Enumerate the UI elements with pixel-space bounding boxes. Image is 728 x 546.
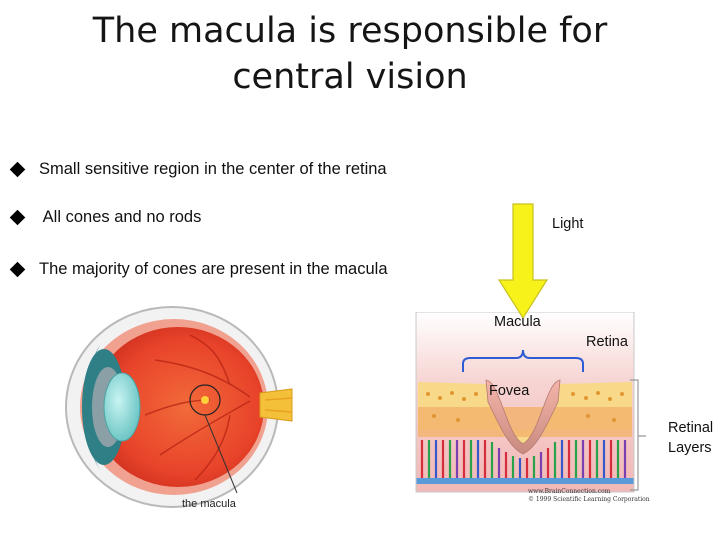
light-arrow-icon [497, 203, 549, 320]
diamond-bullet-icon [9, 261, 26, 278]
bullet-text: The majority of cones are present in the… [39, 260, 388, 278]
eye-cross-section-illustration [65, 306, 293, 508]
bullet-item: All cones and no rods [8, 208, 201, 227]
bullet-item: The majority of cones are present in the… [8, 260, 388, 279]
image-credit: www.BrainConnection.com © 1999 Scientifi… [528, 488, 650, 504]
bullet-text: All cones and no rods [39, 208, 202, 226]
retinal-layers-label-line-2: Layers [668, 440, 712, 456]
retina-layers-illustration [415, 312, 635, 493]
bullet-text: Small sensitive region in the center of … [39, 160, 387, 178]
retinal-layers-label: Retinal Layers [668, 418, 713, 458]
retinal-layers-label-line-1: Retinal [668, 420, 714, 436]
macula-caption: the macula [182, 498, 236, 510]
slide-title-line-1: The macula is responsible for [92, 11, 608, 51]
slide-title-line-2: central vision [232, 57, 468, 97]
light-label: Light [552, 216, 584, 232]
retinal-layers-bracket [630, 379, 646, 491]
slide-title: The macula is responsible for central vi… [40, 8, 660, 100]
diamond-bullet-icon [9, 209, 26, 226]
image-credit-line-2: © 1999 Scientific Learning Corporation [528, 496, 650, 503]
fovea-label: Fovea [489, 383, 530, 399]
diamond-bullet-icon [9, 161, 26, 178]
bullet-item: Small sensitive region in the center of … [8, 160, 387, 179]
macula-label: Macula [494, 314, 541, 330]
image-credit-line-1: www.BrainConnection.com [528, 488, 611, 495]
retina-label: Retina [586, 334, 628, 350]
